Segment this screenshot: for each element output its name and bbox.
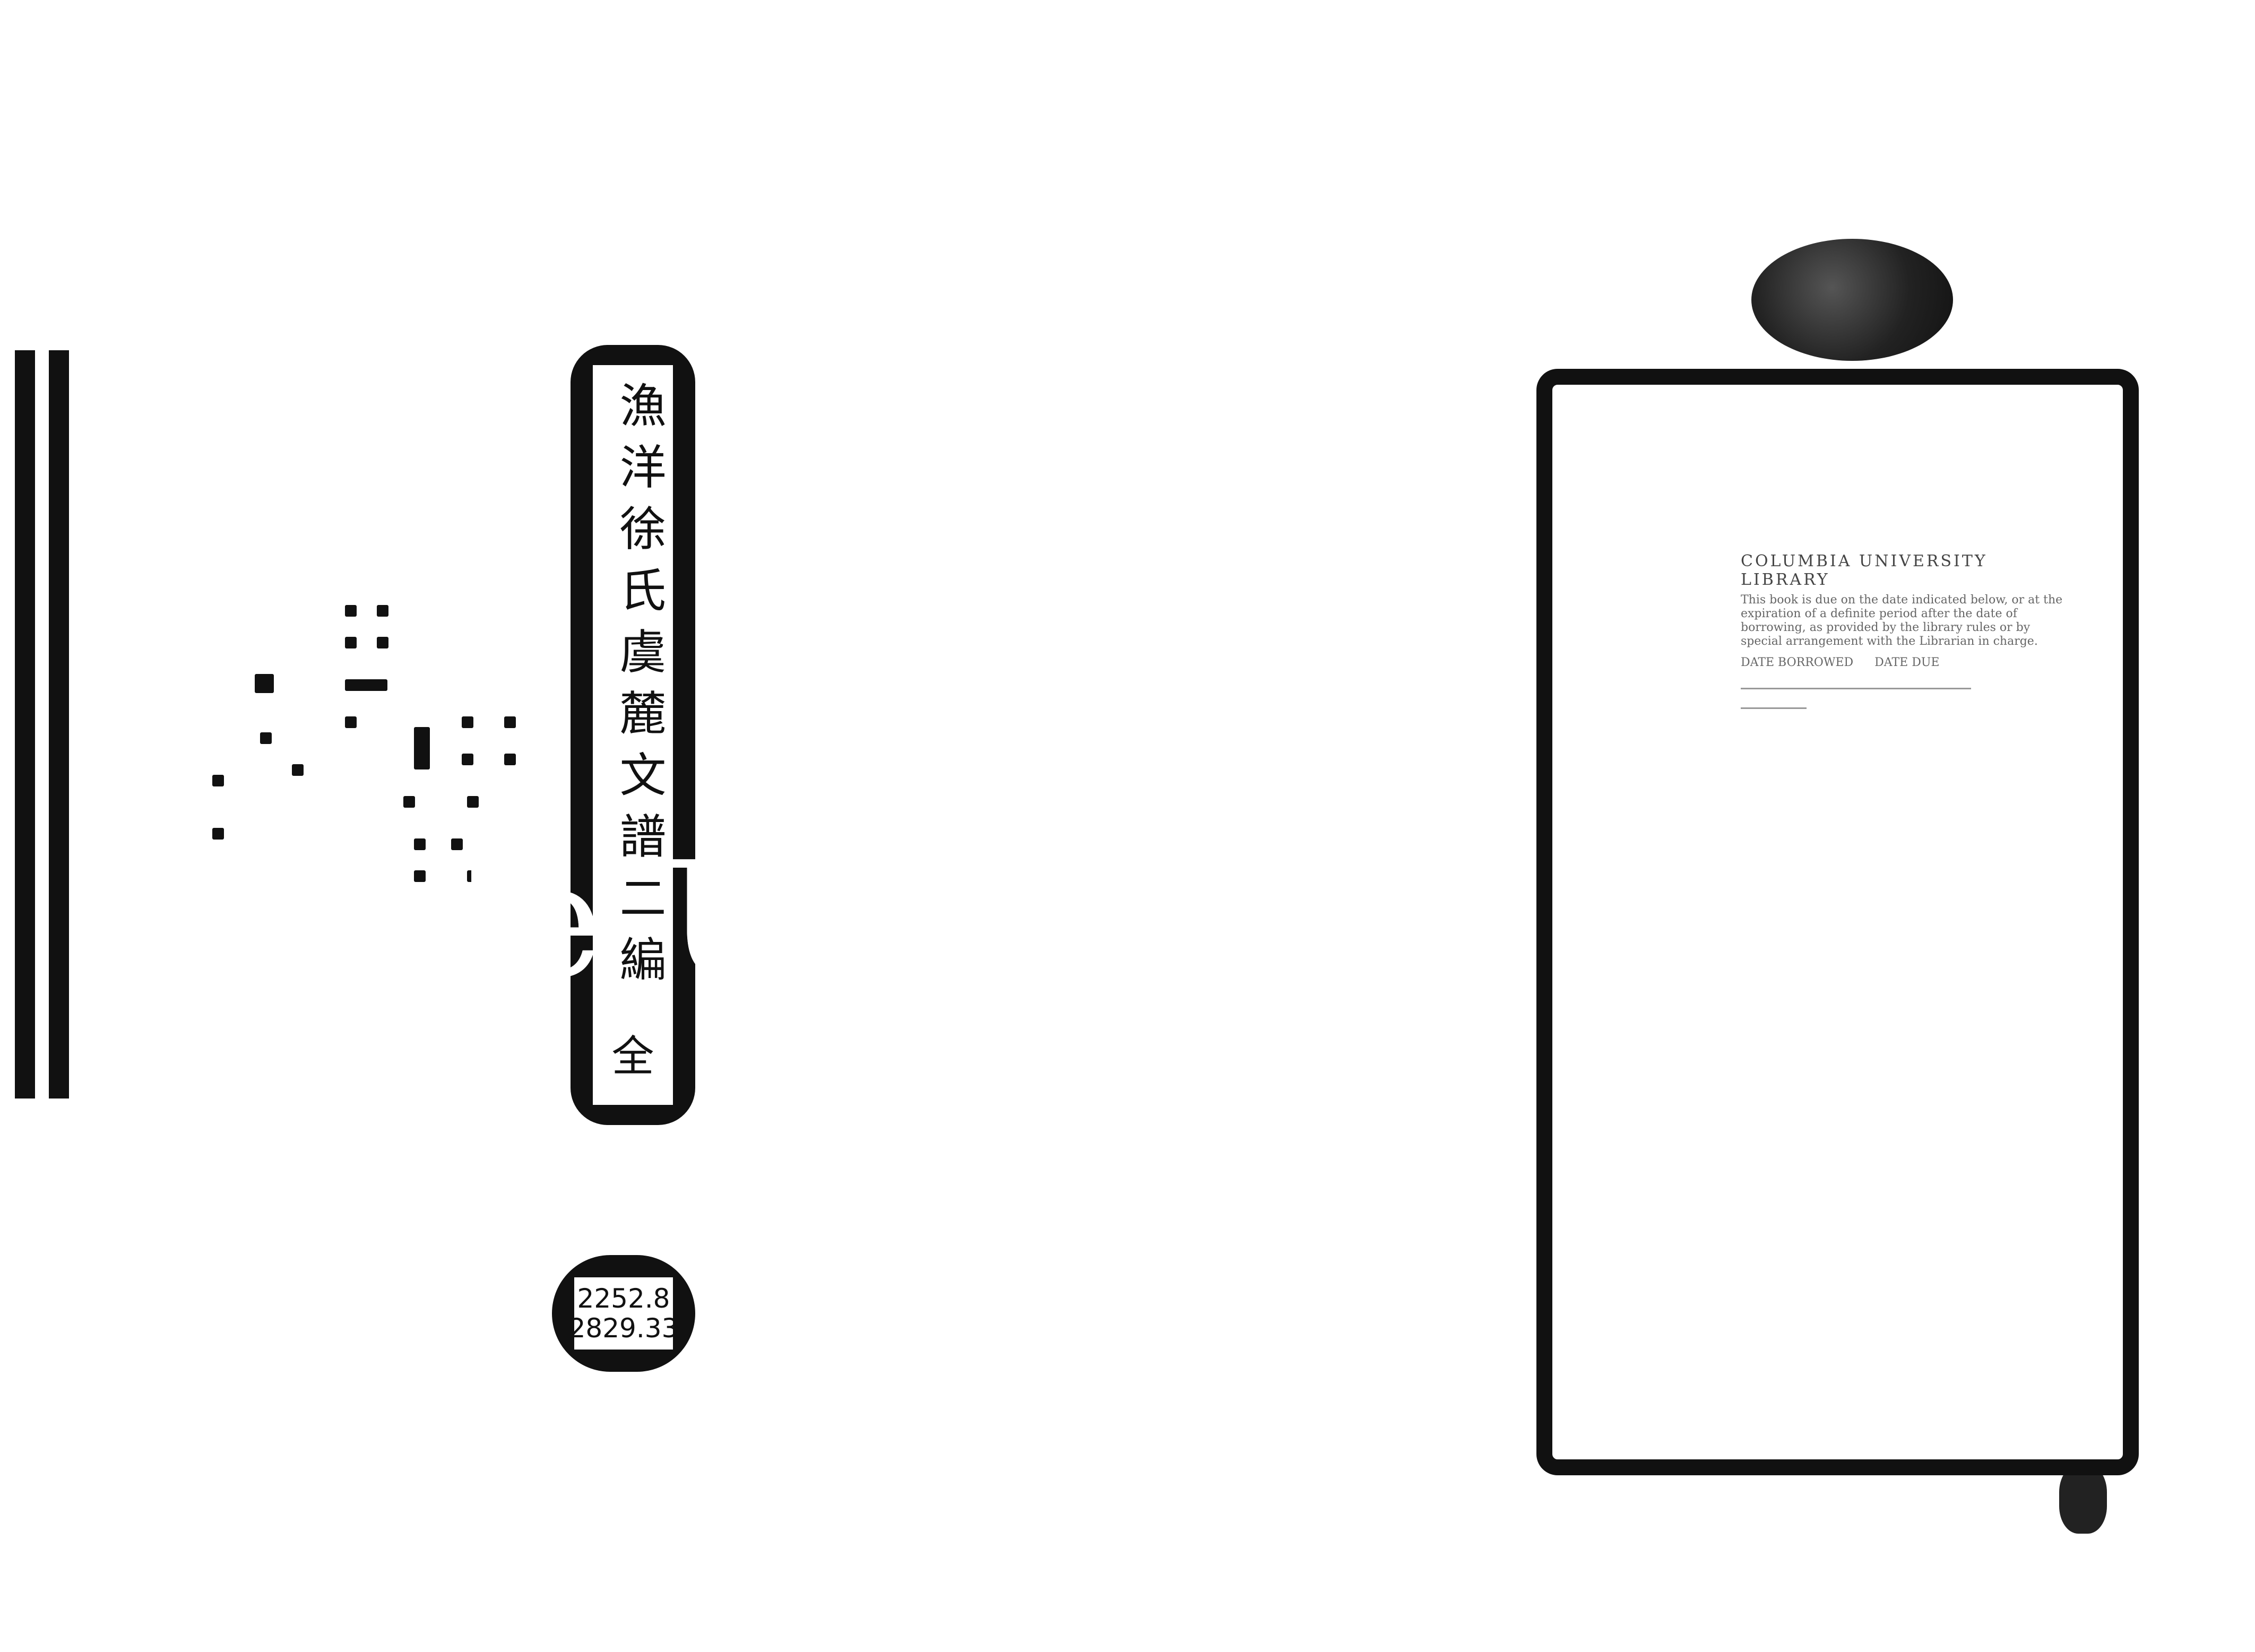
call-number-paper: 2252.8 2829.33: [569, 1277, 678, 1350]
left-edge-bar-outer: [15, 350, 35, 1099]
due-slip-columns: DATE BORROWED DATE DUE: [1741, 656, 2070, 670]
call-number-label: 2252.8 2829.33: [552, 1255, 695, 1372]
book-title: 漁洋徐氏虞麓文譜二編: [612, 381, 667, 997]
due-line: [1741, 707, 1807, 709]
due-slip-lines: [1741, 688, 2070, 709]
call-number-line-2: 2829.33: [568, 1313, 679, 1344]
due-slip-text: This book is due on the date indicated b…: [1741, 593, 2063, 648]
stain-top: [1751, 239, 1953, 361]
watermark: Yale University Sc: [255, 828, 1528, 1013]
volume-mark: 全: [611, 1032, 654, 1081]
due-line: [1741, 688, 1971, 689]
title-slip: 漁洋徐氏虞麓文譜二編 全: [571, 345, 695, 1125]
flyleaf-page: [1536, 369, 2139, 1475]
stain-bottom: [2059, 1465, 2107, 1534]
faded-seal: [202, 594, 547, 892]
date-borrowed-label: DATE BORROWED: [1741, 656, 1854, 669]
due-slip-heading: COLUMBIA UNIVERSITY LIBRARY: [1741, 552, 1988, 589]
due-date-slip: COLUMBIA UNIVERSITY LIBRARY This book is…: [1741, 552, 2070, 727]
call-number-line-1: 2252.8: [577, 1283, 670, 1314]
title-slip-paper: 漁洋徐氏虞麓文譜二編 全: [593, 365, 673, 1105]
date-due-label: DATE DUE: [1874, 656, 1940, 669]
left-edge-bar-inner: [49, 350, 69, 1099]
